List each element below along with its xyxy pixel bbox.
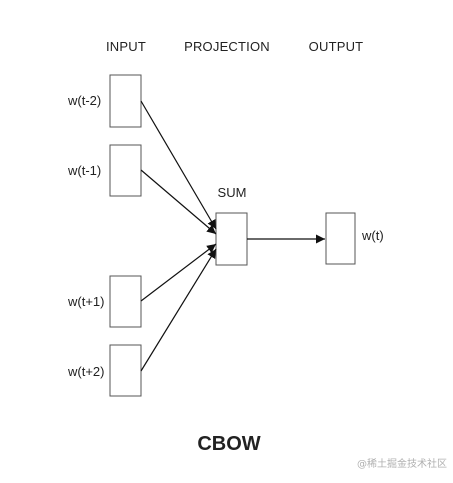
- diagram-caption: CBOW: [197, 433, 260, 455]
- input-column-header: INPUT: [106, 39, 146, 54]
- edge-w-t-minus-2-to-sum: [140, 100, 217, 230]
- input-node-w-t-plus-1: [109, 275, 142, 328]
- edge-w-t-plus-2-to-sum: [140, 248, 217, 372]
- edge-w-t-minus-1-to-sum: [140, 169, 217, 235]
- projection-column-header: PROJECTION: [184, 39, 270, 54]
- input-node-w-t-minus-2: [109, 74, 142, 128]
- input-label-w-t-minus-2: w(t-2): [67, 93, 101, 108]
- output-label-w-t: w(t): [361, 228, 384, 243]
- input-node-w-t-plus-2: [109, 344, 142, 397]
- sum-label: SUM: [218, 185, 247, 200]
- projection-sum-node: [215, 212, 248, 266]
- input-label-w-t-plus-2: w(t+2): [67, 364, 104, 379]
- input-label-w-t-minus-1: w(t-1): [67, 163, 101, 178]
- input-node-w-t-minus-1: [109, 144, 142, 197]
- output-column-header: OUTPUT: [309, 39, 364, 54]
- watermark-text: @稀土掘金技术社区: [357, 457, 447, 470]
- input-label-w-t-plus-1: w(t+1): [67, 294, 104, 309]
- output-node-w-t: [325, 212, 356, 265]
- edge-w-t-plus-1-to-sum: [140, 243, 217, 302]
